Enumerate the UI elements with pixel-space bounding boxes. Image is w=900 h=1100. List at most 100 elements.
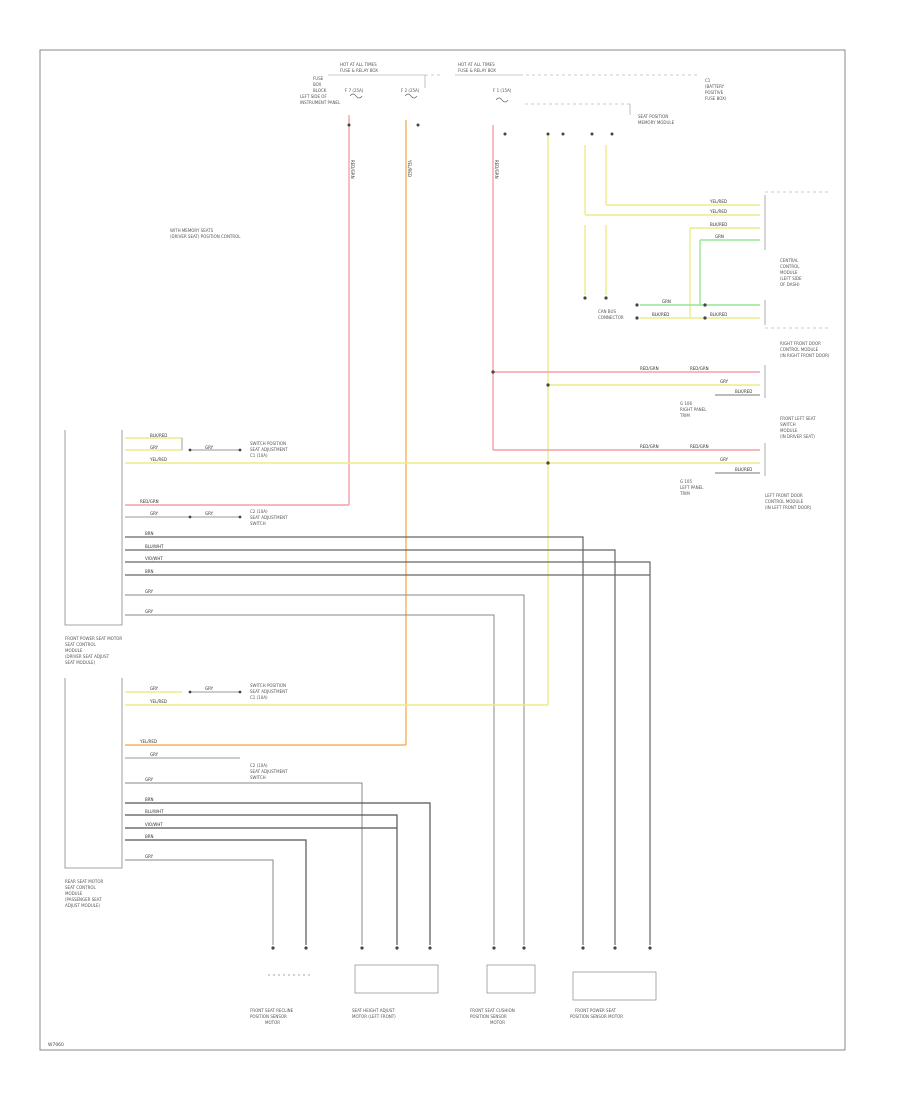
door-label: CONTROL MODULE — [765, 499, 804, 504]
wire-gray — [125, 802, 431, 945]
wire-code: RED/GRN — [640, 444, 659, 449]
motor-label: FRONT POWER SEAT — [575, 1008, 617, 1013]
wire-code: BRN — [145, 531, 154, 536]
splice-dot — [635, 316, 639, 320]
fuse-block-label: INSTRUMENT PANEL — [300, 100, 341, 105]
wire-code: YEL/RED — [139, 739, 157, 744]
wire-gray — [125, 549, 616, 945]
top-right-label: (BATTERY — [705, 84, 725, 89]
wire-code: RED/GRN — [690, 444, 709, 449]
terminal-dot — [416, 123, 420, 127]
top-label: HOT AT ALL TIMES — [340, 62, 377, 67]
terminal-dot — [503, 132, 507, 136]
connector-label: SEAT ADJUSTMENT — [250, 689, 288, 694]
motor-label: POSITION SENSOR MOTOR — [570, 1014, 623, 1019]
wire-code: RED/GRN — [140, 499, 159, 504]
wire-gray — [125, 536, 584, 945]
wire-code: RED/GRN — [690, 366, 709, 371]
wire-code: GRY — [205, 511, 214, 516]
wire-code: BLK/RED — [150, 433, 167, 438]
wire-code: GRY — [150, 445, 159, 450]
note-label: WITH MEMORY SEATS — [170, 228, 214, 233]
top-right-label: POSITIVE — [705, 90, 724, 95]
ground-label: G 105 — [680, 479, 692, 484]
fuse-label: F 7 (25A) — [345, 88, 364, 93]
wire-code: GRY — [150, 686, 159, 691]
module-label: (DRIVER SEAT ADJUST — [65, 654, 110, 659]
door-label: RIGHT FRONT DOOR — [780, 341, 821, 346]
wire-code: GRN — [662, 299, 671, 304]
bus-label: CONNECTOR — [598, 315, 624, 320]
lower-module-box — [64, 678, 123, 869]
splice-dot — [703, 303, 707, 307]
seat-label: FRONT LEFT SEAT — [780, 416, 816, 421]
wire-code: YEL/RED — [709, 199, 727, 204]
wire-gray — [125, 561, 651, 945]
terminal-dot — [238, 515, 242, 519]
wire-gray — [125, 814, 398, 945]
motor-label: FRONT SEAT CUSHION — [470, 1008, 515, 1013]
wire-code: RED/GRN — [350, 160, 355, 179]
wire-code: BRN — [145, 834, 154, 839]
connector-label: SEAT ADJUSTMENT — [250, 515, 288, 520]
wire-gray — [125, 594, 525, 945]
motor-label: MOTOR — [265, 1020, 280, 1025]
module-label: SEAT CONTROL — [65, 642, 97, 647]
terminal-dot — [238, 690, 242, 694]
splice-dot — [703, 316, 707, 320]
top-label: HOT AT ALL TIMES — [458, 62, 495, 67]
splice-dot — [546, 461, 550, 465]
wire-code: GRY — [205, 445, 214, 450]
seat-label: (IN DRIVER SEAT) — [780, 434, 815, 439]
connector-label: SWITCH — [250, 521, 266, 526]
fuse-block-label: BOX — [313, 82, 322, 87]
motor-label: FRONT SEAT RECLINE — [250, 1008, 294, 1013]
wire-code: YEL/RED — [407, 159, 412, 177]
wire-code: GRY — [720, 457, 729, 462]
connector-label: C2 (10A) — [250, 763, 268, 768]
central-module-label: CENTRAL — [780, 258, 799, 263]
terminal-dot — [590, 132, 594, 136]
wire-code: GRY — [145, 777, 154, 782]
module-label: REAR SEAT MOTOR — [65, 879, 103, 884]
top-right-label: FUSE BOX) — [705, 96, 727, 101]
motor-power-seat: FRONT POWER SEAT POSITION SENSOR MOTOR — [570, 946, 657, 1019]
wire-code: BLK/RED — [652, 312, 669, 317]
terminal-dot — [188, 515, 192, 519]
splice-dot — [604, 296, 608, 300]
terminal-dot — [188, 690, 192, 694]
ground-label: LEFT PANEL — [680, 485, 704, 490]
connector-label: C2 (10A) — [250, 509, 268, 514]
splice-dot — [635, 303, 639, 307]
terminal-dot — [188, 448, 192, 452]
fuse-label: F 1 (15A) — [493, 88, 512, 93]
door-label: (IN LEFT FRONT DOOR) — [765, 505, 812, 510]
motor-label: POSITION SENSOR — [470, 1014, 507, 1019]
connector-label: SWITCH POSITION — [250, 441, 286, 446]
wire-code: BLU/WHT — [145, 809, 164, 814]
module-label: MODULE — [65, 891, 83, 896]
top-label: FUSE & RELAY BOX — [458, 68, 496, 73]
wire-code: BLK/RED — [735, 389, 752, 394]
wire-code: GRY — [720, 379, 729, 384]
wire-code: VIO/WHT — [145, 822, 163, 827]
wire-gray — [125, 839, 307, 945]
wire-code: YEL/RED — [149, 699, 167, 704]
top-right-label: C1 — [705, 78, 711, 83]
wire-code: YEL/RED — [149, 457, 167, 462]
wire-code: RED/GRN — [494, 160, 499, 179]
fuse-symbol — [404, 93, 418, 99]
motor-label: POSITION SENSOR — [250, 1014, 287, 1019]
fuse-block-label: FUSE — [313, 76, 324, 81]
upper-module-box — [64, 430, 123, 626]
connector-label: C1 (10A) — [250, 453, 268, 458]
connector-label: SEAT ADJUSTMENT — [250, 769, 288, 774]
wire-code: GRY — [205, 686, 214, 691]
door-label: LEFT FRONT DOOR — [765, 493, 803, 498]
motor-label: MOTOR (LEFT FRONT) — [352, 1014, 396, 1019]
sub-label: SEAT POSITION — [638, 114, 668, 119]
wire-code: GRN — [715, 234, 724, 239]
terminal-dot — [347, 123, 351, 127]
module-label: MODULE — [65, 648, 83, 653]
